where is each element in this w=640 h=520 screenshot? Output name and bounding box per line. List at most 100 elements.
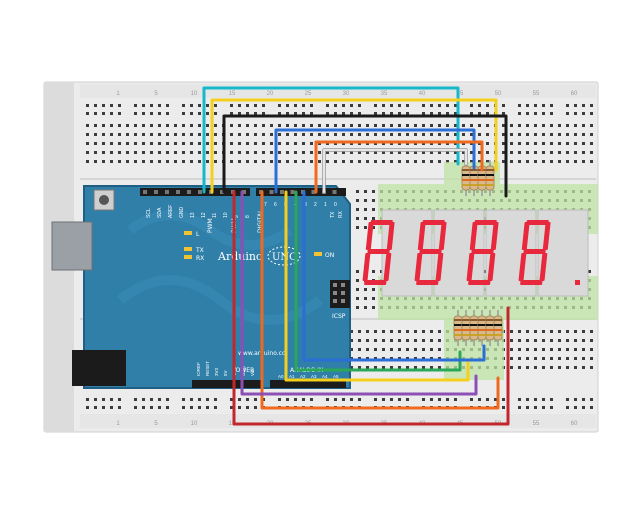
- hole: [326, 112, 329, 115]
- hole: [286, 160, 289, 163]
- hole: [430, 366, 433, 369]
- hole: [382, 160, 385, 163]
- hole: [446, 133, 449, 136]
- hole: [206, 112, 209, 115]
- hole: [590, 348, 593, 351]
- power-header: [192, 380, 262, 388]
- hole: [502, 406, 505, 409]
- hole: [558, 348, 561, 351]
- segment-c: [383, 253, 392, 281]
- hole: [588, 270, 591, 273]
- hole: [134, 151, 137, 154]
- hole: [470, 124, 473, 127]
- hole: [566, 112, 569, 115]
- hole: [150, 112, 153, 115]
- hole: [174, 133, 177, 136]
- hole: [454, 104, 457, 107]
- hole: [118, 112, 121, 115]
- hole: [590, 104, 593, 107]
- column-number-bottom: 1: [116, 421, 120, 427]
- hole: [430, 398, 433, 401]
- hole: [334, 104, 337, 107]
- hole: [518, 104, 521, 107]
- hole: [390, 112, 393, 115]
- hole: [582, 348, 585, 351]
- hole: [446, 104, 449, 107]
- hole: [142, 133, 145, 136]
- hole: [334, 133, 337, 136]
- hole: [230, 160, 233, 163]
- hole: [390, 366, 393, 369]
- segment-a: [526, 220, 549, 225]
- hole: [462, 151, 465, 154]
- hole: [302, 160, 305, 163]
- hole: [150, 160, 153, 163]
- usb-connector: [51, 221, 93, 271]
- hole: [534, 406, 537, 409]
- hole: [206, 133, 209, 136]
- hole: [526, 357, 529, 360]
- resistor: [485, 160, 495, 196]
- hole: [102, 112, 105, 115]
- hole: [414, 124, 417, 127]
- hole: [126, 142, 129, 145]
- hole: [446, 112, 449, 115]
- hole: [102, 151, 105, 154]
- column-number-top: 35: [381, 91, 388, 97]
- led-rx-label: RX: [196, 255, 204, 262]
- hole: [126, 124, 129, 127]
- hole: [358, 112, 361, 115]
- hole: [406, 151, 409, 154]
- hole: [486, 398, 489, 401]
- hole: [526, 112, 529, 115]
- hole: [550, 357, 553, 360]
- segment-b: [490, 222, 499, 250]
- hole: [206, 398, 209, 401]
- hole: [364, 306, 367, 309]
- hole: [190, 124, 193, 127]
- hole: [350, 398, 353, 401]
- column-number-bottom: 15: [229, 421, 236, 427]
- column-number-bottom: 10: [191, 421, 198, 427]
- hole: [238, 398, 241, 401]
- hole: [318, 160, 321, 163]
- hole: [198, 133, 201, 136]
- hole: [582, 330, 585, 333]
- hole: [582, 357, 585, 360]
- hole: [414, 151, 417, 154]
- hole: [126, 160, 129, 163]
- hole: [246, 104, 249, 107]
- hole: [582, 398, 585, 401]
- hole: [342, 133, 345, 136]
- hole: [446, 398, 449, 401]
- hole: [118, 406, 121, 409]
- analog-pin-label: A4: [322, 374, 328, 379]
- hole: [372, 270, 375, 273]
- hole: [126, 133, 129, 136]
- hole: [382, 104, 385, 107]
- hole: [510, 330, 513, 333]
- hole: [350, 366, 353, 369]
- hole: [582, 124, 585, 127]
- hole: [182, 160, 185, 163]
- hole: [158, 112, 161, 115]
- hole: [526, 330, 529, 333]
- hole: [342, 124, 345, 127]
- hole: [590, 330, 593, 333]
- hole: [326, 124, 329, 127]
- hole: [166, 112, 169, 115]
- segment-f: [521, 222, 530, 250]
- analog-pin-label: A3: [311, 374, 317, 379]
- hole: [518, 142, 521, 145]
- hole: [510, 133, 513, 136]
- hole: [372, 288, 375, 291]
- hole: [542, 160, 545, 163]
- hole: [534, 398, 537, 401]
- hole: [358, 339, 361, 342]
- hole: [510, 348, 513, 351]
- hole: [422, 124, 425, 127]
- digital-pin-label: AREF: [168, 205, 174, 218]
- hole: [582, 133, 585, 136]
- hole: [150, 398, 153, 401]
- hole: [526, 398, 529, 401]
